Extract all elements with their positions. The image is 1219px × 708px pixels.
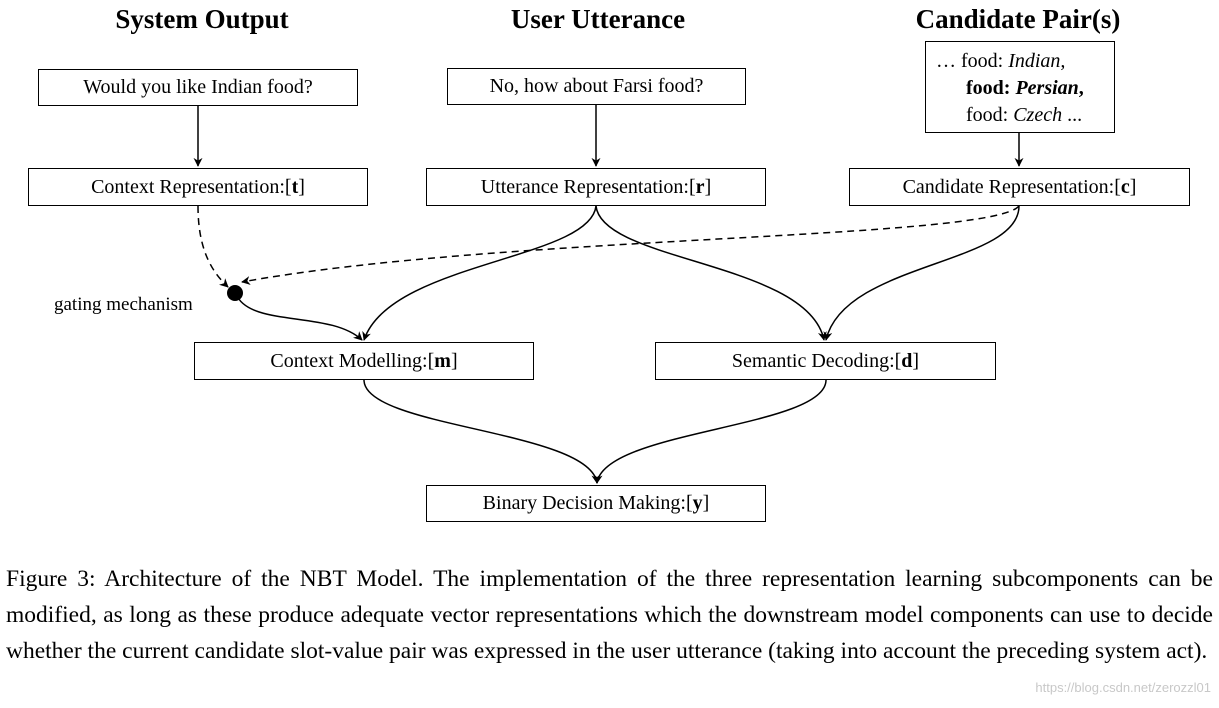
candidate-line-1: … food: Indian,: [936, 50, 1066, 72]
binary-decision-var: y: [692, 492, 703, 514]
context-representation-box: Context Representation: [t]: [28, 168, 368, 206]
binary-decision-box: Binary Decision Making: [y]: [426, 485, 766, 522]
system-output-text: Would you like Indian food?: [83, 76, 313, 98]
arrow-gate-to-context-modelling: [235, 293, 363, 341]
context-representation-label: Context Representation:: [91, 175, 285, 198]
semantic-decoding-box: Semantic Decoding: [d]: [655, 342, 996, 380]
candidate-line-3: food: Czech ...: [966, 104, 1083, 126]
user-utterance-box: No, how about Farsi food?: [447, 68, 746, 105]
arrow-context-modelling-to-decision: [363, 379, 601, 484]
context-modelling-var: m: [434, 349, 451, 372]
dashed-candidate-to-gate: [241, 205, 1020, 285]
arrow-utterance-to-semantic-decoding: [595, 205, 827, 341]
gating-node: [227, 285, 243, 301]
column-title-candidate-pairs: Candidate Pair(s): [915, 4, 1121, 34]
candidate-line-2: food: Persian,: [966, 77, 1084, 99]
semantic-decoding-label: Semantic Decoding:: [731, 349, 895, 372]
utterance-representation-label: Utterance Representation:: [480, 175, 689, 198]
context-modelling-box: Context Modelling: [m]: [194, 342, 534, 380]
column-title-user-utterance: User Utterance: [510, 4, 686, 34]
arrow-semantic-decoding-to-decision: [593, 379, 827, 484]
diagram-connectors: [193, 104, 1024, 484]
candidate-pairs-box: … food: Indian, food: Persian, food: Cze…: [925, 41, 1115, 133]
candidate-representation-box: Candidate Representation: [c]: [849, 168, 1190, 206]
semantic-decoding-var: d: [901, 349, 913, 372]
binary-decision-label: Binary Decision Making:: [482, 492, 686, 514]
system-output-box: Would you like Indian food?: [38, 69, 358, 106]
candidate-representation-var: c: [1120, 175, 1130, 198]
utterance-representation-var: r: [695, 175, 705, 198]
context-representation-var: t: [291, 175, 299, 198]
user-utterance-text: No, how about Farsi food?: [489, 75, 704, 97]
watermark: https://blog.csdn.net/zerozzl01: [1035, 680, 1211, 695]
arrow-candidate-to-semantic-decoding: [823, 205, 1020, 341]
gating-mechanism-label: gating mechanism: [54, 294, 193, 315]
column-title-system-output: System Output: [115, 4, 289, 34]
dashed-context-to-gate: [197, 205, 229, 288]
figure-caption: Figure 3: Architecture of the NBT Model.…: [6, 566, 1213, 664]
candidate-representation-label: Candidate Representation:: [902, 175, 1115, 198]
context-modelling-label: Context Modelling:: [270, 349, 428, 372]
arrow-utterance-to-context-modelling: [362, 205, 597, 341]
utterance-representation-box: Utterance Representation: [r]: [426, 168, 766, 206]
